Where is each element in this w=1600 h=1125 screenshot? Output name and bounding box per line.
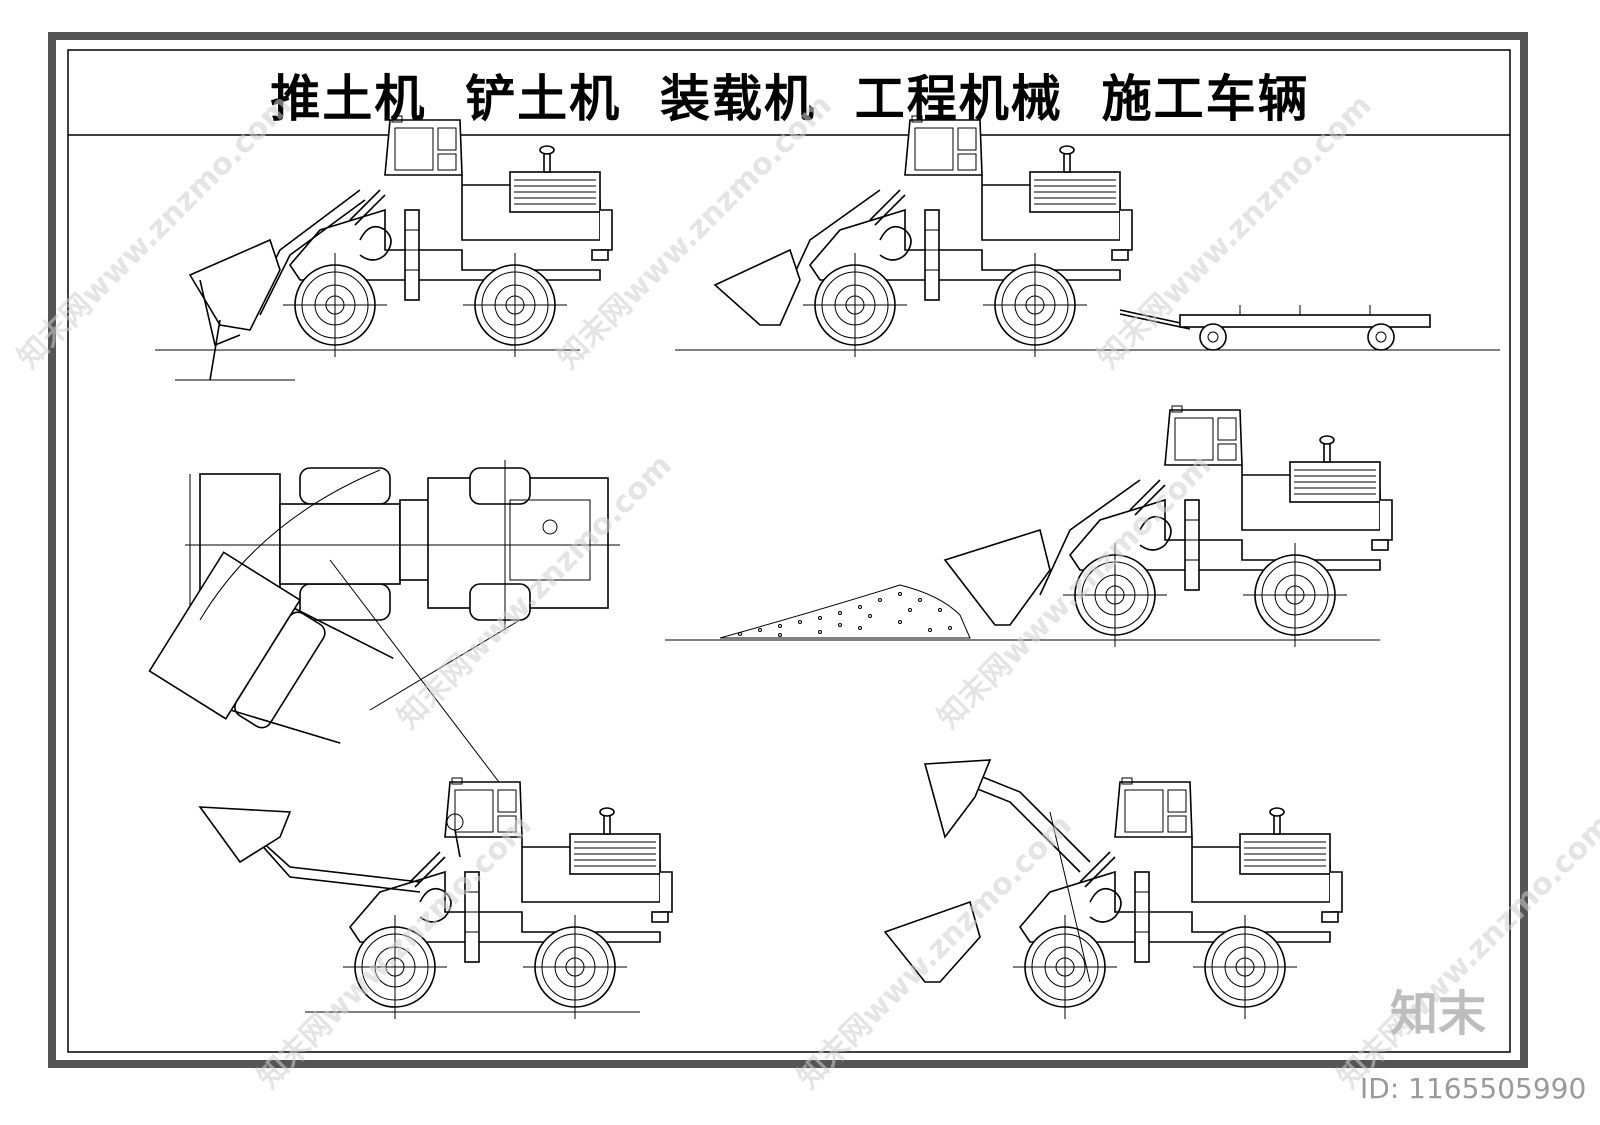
watermark-logo: 知末 bbox=[1390, 986, 1486, 1042]
outer-frame bbox=[48, 32, 1528, 1068]
drawing-title: 推土机 铲土机 装载机 工程机械 施工车辆 bbox=[270, 70, 1309, 128]
loader-side-view-towing bbox=[675, 116, 1500, 357]
inner-frame bbox=[67, 49, 1511, 1053]
watermark-id: ID: 1165505990 bbox=[1360, 1072, 1586, 1105]
loader-side-view-1 bbox=[155, 116, 612, 381]
loader-side-view-pile bbox=[665, 406, 1392, 647]
watermark-text: 知末网www.znzmo.com bbox=[1091, 88, 1379, 376]
loader-side-view-raised bbox=[883, 759, 1342, 1019]
loader-side-view-operator bbox=[198, 778, 672, 1019]
loader-top-view bbox=[148, 460, 620, 791]
